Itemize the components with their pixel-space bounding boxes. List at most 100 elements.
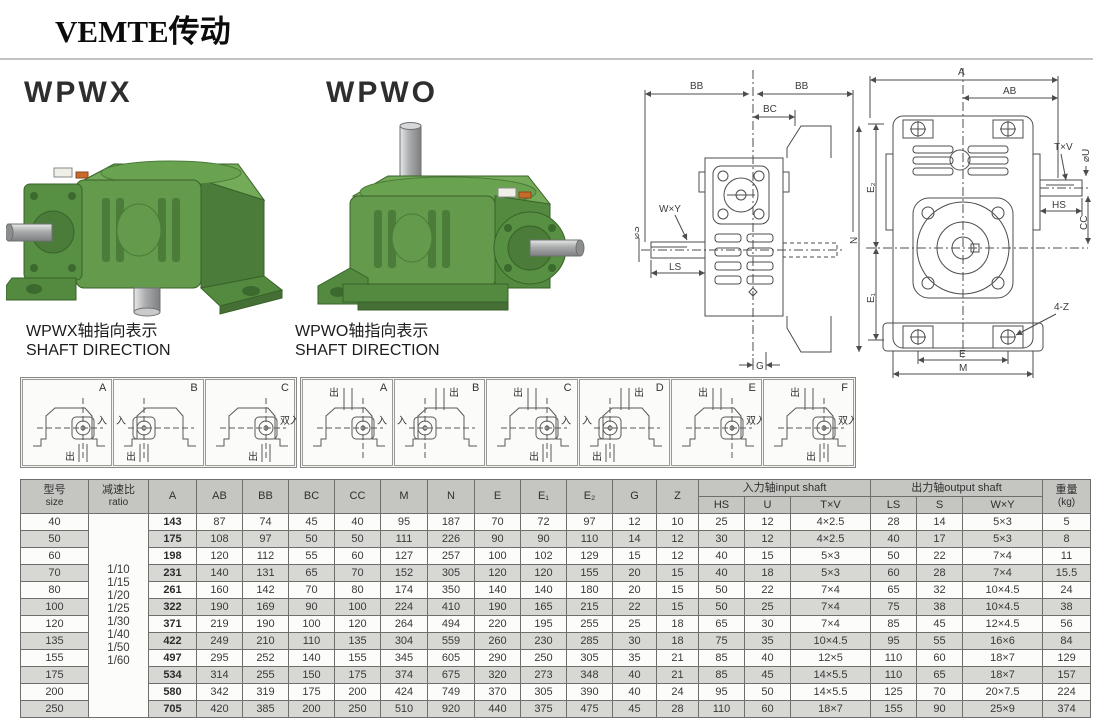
- cell-value: 305: [566, 649, 613, 667]
- cell-value: 559: [427, 632, 475, 650]
- cell-value: 40: [334, 513, 381, 531]
- cell-value: 290: [474, 649, 521, 667]
- cell-value: 18×7: [789, 700, 872, 718]
- cell-value: 25×9: [962, 700, 1044, 718]
- cell-value: 65: [698, 615, 745, 633]
- caption-cn: WPWX轴指向表示: [26, 323, 158, 340]
- cell-letter: D: [655, 382, 664, 394]
- cell-value: 20: [612, 564, 657, 582]
- cell-value: 295: [196, 649, 243, 667]
- cell-value: 95: [698, 683, 745, 701]
- cell-value: 40: [744, 649, 791, 667]
- cell-value: 255: [242, 666, 289, 684]
- cell-size: 40: [20, 513, 89, 531]
- col-header-AB: AB: [196, 479, 243, 514]
- cell-value: 224: [1042, 683, 1092, 701]
- cell-value: 112: [242, 547, 289, 565]
- cell-value: 475: [566, 700, 613, 718]
- cell-value: 100: [474, 547, 521, 565]
- cell-value: 131: [242, 564, 289, 582]
- col-header-BB: BB: [242, 479, 289, 514]
- cell-value: 45: [744, 666, 791, 684]
- cell-value: 56: [1042, 615, 1092, 633]
- cell-value: 260: [474, 632, 521, 650]
- col-header-U: U: [744, 496, 791, 514]
- cell-value: 18: [744, 564, 791, 582]
- cell-value: 190: [474, 598, 521, 616]
- cell-value: 5: [1042, 513, 1092, 531]
- cell-value: 200: [288, 700, 335, 718]
- cell-value: 198: [148, 547, 197, 565]
- col-header-HS: HS: [698, 496, 745, 514]
- cell-size: 60: [20, 547, 89, 565]
- col-header-BC: BC: [288, 479, 335, 514]
- cell-value: 45: [612, 700, 657, 718]
- cell-value: 250: [334, 700, 381, 718]
- cell-value: 350: [427, 581, 475, 599]
- cell-value: 85: [698, 649, 745, 667]
- cell-value: 385: [242, 700, 289, 718]
- wpwx-shaft-direction-caption: WPWX轴指向表示 SHAFT DIRECTION: [26, 322, 171, 360]
- cell-value: 129: [1042, 649, 1092, 667]
- cell-letter: B: [190, 382, 198, 394]
- cell-value: 72: [520, 513, 567, 531]
- cell-value: 11: [1042, 547, 1092, 565]
- cell-value: 30: [744, 615, 791, 633]
- cell-value: 30: [612, 632, 657, 650]
- cell-value: 15: [744, 547, 791, 565]
- cell-letter: A: [379, 382, 388, 394]
- cell-value: 70: [474, 513, 521, 531]
- cell-value: 22: [612, 598, 657, 616]
- cell-value: 18: [656, 615, 699, 633]
- cell-value: 14×5.5: [789, 666, 872, 684]
- cell-value: 12×4.5: [962, 615, 1044, 633]
- cell-value: 7×4: [789, 615, 872, 633]
- cell-value: 155: [566, 564, 613, 582]
- cell-value: 110: [566, 530, 613, 548]
- spec-table: 型号 size 减速比 ratio A AB BB BC CC M N E E₁…: [20, 479, 1092, 718]
- cell-value: 127: [380, 547, 428, 565]
- cell-value: 50: [744, 683, 791, 701]
- col-header-A: A: [148, 479, 197, 514]
- svg-text:N: N: [849, 237, 860, 244]
- caption-en: SHAFT DIRECTION: [26, 342, 171, 359]
- cell-value: 25: [612, 615, 657, 633]
- cell-value: 40: [612, 683, 657, 701]
- cell-letter: C: [281, 382, 289, 394]
- cell-value: 7×4: [962, 547, 1044, 565]
- cell-value: 90: [916, 700, 964, 718]
- cell-value: 155: [870, 700, 918, 718]
- cell-value: 95: [870, 632, 918, 650]
- in-label: 双入: [746, 415, 762, 427]
- col-header-G: G: [612, 479, 657, 514]
- cell-value: 15: [656, 598, 699, 616]
- cell-value: 10×4.5: [962, 598, 1044, 616]
- cell-value: 50: [698, 581, 745, 599]
- cell-value: 319: [242, 683, 289, 701]
- cell-value: 142: [242, 581, 289, 599]
- cell-value: 24: [656, 683, 699, 701]
- out-label: 出: [698, 386, 708, 399]
- in-label: 入: [582, 416, 592, 427]
- cell-value: 165: [520, 598, 567, 616]
- cell-value: 75: [698, 632, 745, 650]
- cell-value: 110: [288, 632, 335, 650]
- cell-value: 38: [1042, 598, 1092, 616]
- cell-value: 12: [744, 513, 791, 531]
- cell-value: 580: [148, 683, 197, 701]
- spec-table-header: 型号 size 减速比 ratio A AB BB BC CC M N E E₁…: [20, 479, 1092, 514]
- cell-value: 50: [870, 547, 918, 565]
- cell-value: 84: [1042, 632, 1092, 650]
- cell-value: 20×7.5: [962, 683, 1044, 701]
- cell-value: 30: [698, 530, 745, 548]
- svg-text:HS: HS: [1052, 200, 1066, 211]
- svg-text:E₁: E₁: [866, 292, 877, 303]
- cell-value: 420: [196, 700, 243, 718]
- cell-letter: B: [472, 382, 480, 394]
- cell-value: 28: [656, 700, 699, 718]
